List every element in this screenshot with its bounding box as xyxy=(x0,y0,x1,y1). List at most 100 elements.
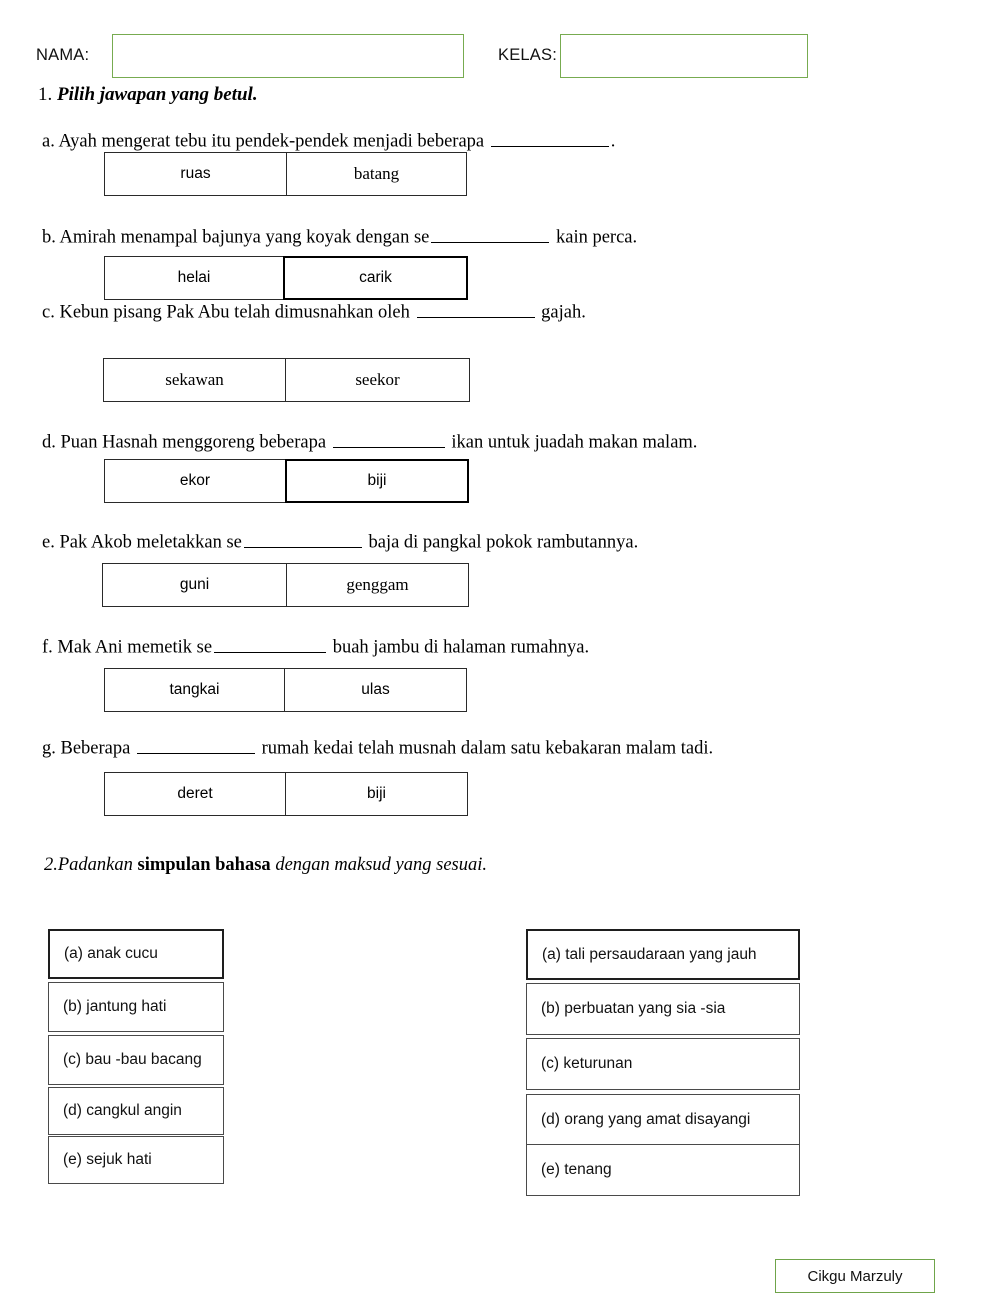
credit-badge: Cikgu Marzuly xyxy=(775,1259,935,1293)
answer-blank[interactable] xyxy=(416,299,535,318)
meaning-box-right[interactable]: (e) tenang xyxy=(526,1144,800,1196)
option-label: sekawan xyxy=(165,370,224,389)
question-label: d. xyxy=(42,432,56,453)
meaning-box-right[interactable]: (b) perbuatan yang sia -sia xyxy=(526,983,800,1035)
option-label: biji xyxy=(367,472,387,489)
question-text-before: Mak Ani memetik se xyxy=(52,637,213,658)
meaning-label: (a) tali persaudaraan yang jauh xyxy=(542,945,757,963)
option-label: genggam xyxy=(346,575,409,594)
option-pair: helai carik xyxy=(104,256,468,300)
question-text-after: kain perca. xyxy=(551,227,638,248)
question-text: g. Beberapa rumah kedai telah musnah dal… xyxy=(42,735,713,759)
option-choice[interactable]: ulas xyxy=(284,668,467,712)
nama-label: NAMA: xyxy=(36,46,90,64)
question-text: b. Amirah menampal bajunya yang koyak de… xyxy=(42,224,637,248)
answer-blank[interactable] xyxy=(243,529,362,548)
option-label: ruas xyxy=(180,165,211,182)
section2-heading: 2.Padankan simpulan bahasa dengan maksud… xyxy=(44,855,487,876)
option-choice[interactable]: seekor xyxy=(285,358,470,402)
answer-blank[interactable] xyxy=(431,224,550,243)
question-label: c. xyxy=(42,302,55,323)
option-choice[interactable]: carik xyxy=(283,256,468,300)
idiom-box-left[interactable]: (e) sejuk hati xyxy=(48,1136,224,1184)
section2-title-bold: simpulan bahasa xyxy=(137,855,271,875)
meaning-box-right[interactable]: (a) tali persaudaraan yang jauh xyxy=(526,929,800,980)
idiom-label: (e) sejuk hati xyxy=(63,1151,152,1168)
meaning-label: (c) keturunan xyxy=(541,1055,633,1072)
idiom-box-left[interactable]: (d) cangkul angin xyxy=(48,1087,224,1135)
option-label: carik xyxy=(359,269,392,286)
question-text-after: ikan untuk juadah makan malam. xyxy=(446,432,698,453)
option-choice[interactable]: ekor xyxy=(104,459,286,503)
option-choice[interactable]: deret xyxy=(104,772,286,816)
question-text-after: . xyxy=(610,131,616,152)
question-label: b. xyxy=(42,227,56,248)
answer-blank[interactable] xyxy=(136,735,255,754)
option-pair: deret biji xyxy=(104,772,468,816)
question-label: e. xyxy=(42,532,55,553)
question-label: a. xyxy=(42,131,55,152)
idiom-box-left[interactable]: (b) jantung hati xyxy=(48,982,224,1032)
question-label: f. xyxy=(42,637,53,658)
question-label: g. xyxy=(42,738,56,759)
option-choice[interactable]: biji xyxy=(285,459,469,503)
option-label: tangkai xyxy=(169,681,220,698)
kelas-input[interactable] xyxy=(560,34,808,78)
question-text-before: Puan Hasnah menggoreng beberapa xyxy=(55,432,331,453)
question-text-after: buah jambu di halaman rumahnya. xyxy=(328,637,590,658)
option-choice[interactable]: sekawan xyxy=(103,358,286,402)
option-pair: guni genggam xyxy=(102,563,469,607)
option-pair: tangkai ulas xyxy=(104,668,467,712)
meaning-box-right[interactable]: (d) orang yang amat disayangi xyxy=(526,1094,800,1146)
question-text-after: gajah. xyxy=(536,302,586,323)
section2-number: 2. xyxy=(44,855,58,875)
kelas-label: KELAS: xyxy=(498,46,557,64)
question-text-after: baja di pangkal pokok rambutannya. xyxy=(363,532,639,553)
question-text-before: Amirah menampal bajunya yang koyak denga… xyxy=(55,227,430,248)
question-text: c. Kebun pisang Pak Abu telah dimusnahka… xyxy=(42,299,586,323)
student-info-row: NAMA: KELAS: xyxy=(0,30,1000,86)
option-choice[interactable]: ruas xyxy=(104,152,287,196)
question-text-before: Beberapa xyxy=(55,738,135,759)
section1-heading: 1. Pilih jawapan yang betul. xyxy=(38,84,258,106)
question-text-after: rumah kedai telah musnah dalam satu keba… xyxy=(256,738,714,759)
answer-blank[interactable] xyxy=(214,634,327,653)
option-pair: ekor biji xyxy=(104,459,469,503)
question-text: f. Mak Ani memetik se buah jambu di hala… xyxy=(42,634,589,658)
answer-blank[interactable] xyxy=(332,429,445,448)
option-choice[interactable]: tangkai xyxy=(104,668,285,712)
idiom-label: (b) jantung hati xyxy=(63,998,167,1015)
option-choice[interactable]: biji xyxy=(285,772,468,816)
option-pair: sekawan seekor xyxy=(103,358,470,402)
idiom-box-left[interactable]: (a) anak cucu xyxy=(48,929,224,979)
meaning-label: (b) perbuatan yang sia -sia xyxy=(541,1000,726,1017)
idiom-label: (a) anak cucu xyxy=(64,945,158,962)
section2-title-part1: Padankan xyxy=(57,855,138,875)
question-text: e. Pak Akob meletakkan se baja di pangka… xyxy=(42,529,638,553)
option-choice[interactable]: batang xyxy=(286,152,467,196)
option-label: ekor xyxy=(179,472,211,489)
option-choice[interactable]: helai xyxy=(104,256,284,300)
question-text: d. Puan Hasnah menggoreng beberapa ikan … xyxy=(42,429,697,453)
question-text-before: Kebun pisang Pak Abu telah dimusnahkan o… xyxy=(54,302,415,323)
question-text-before: Pak Akob meletakkan se xyxy=(54,532,242,553)
section1-title-text: Pilih jawapan yang betul. xyxy=(57,84,258,105)
answer-blank[interactable] xyxy=(490,128,609,147)
meaning-label: (e) tenang xyxy=(541,1161,612,1178)
option-label: guni xyxy=(179,576,210,593)
section2-title-part2: dengan maksud yang sesuai. xyxy=(270,855,488,875)
option-label: seekor xyxy=(355,370,400,389)
option-choice[interactable]: guni xyxy=(102,563,287,607)
option-label: biji xyxy=(367,785,386,802)
meaning-box-right[interactable]: (c) keturunan xyxy=(526,1038,800,1090)
question-text: a. Ayah mengerat tebu itu pendek-pendek … xyxy=(42,128,615,152)
question-text-before: Ayah mengerat tebu itu pendek-pendek men… xyxy=(54,131,489,152)
option-label: deret xyxy=(177,785,213,802)
option-label: helai xyxy=(177,269,211,286)
section1-number: 1. xyxy=(38,84,53,105)
option-label: ulas xyxy=(361,681,390,698)
idiom-box-left[interactable]: (c) bau -bau bacang xyxy=(48,1035,224,1085)
nama-input[interactable] xyxy=(112,34,464,78)
option-choice[interactable]: genggam xyxy=(286,563,469,607)
